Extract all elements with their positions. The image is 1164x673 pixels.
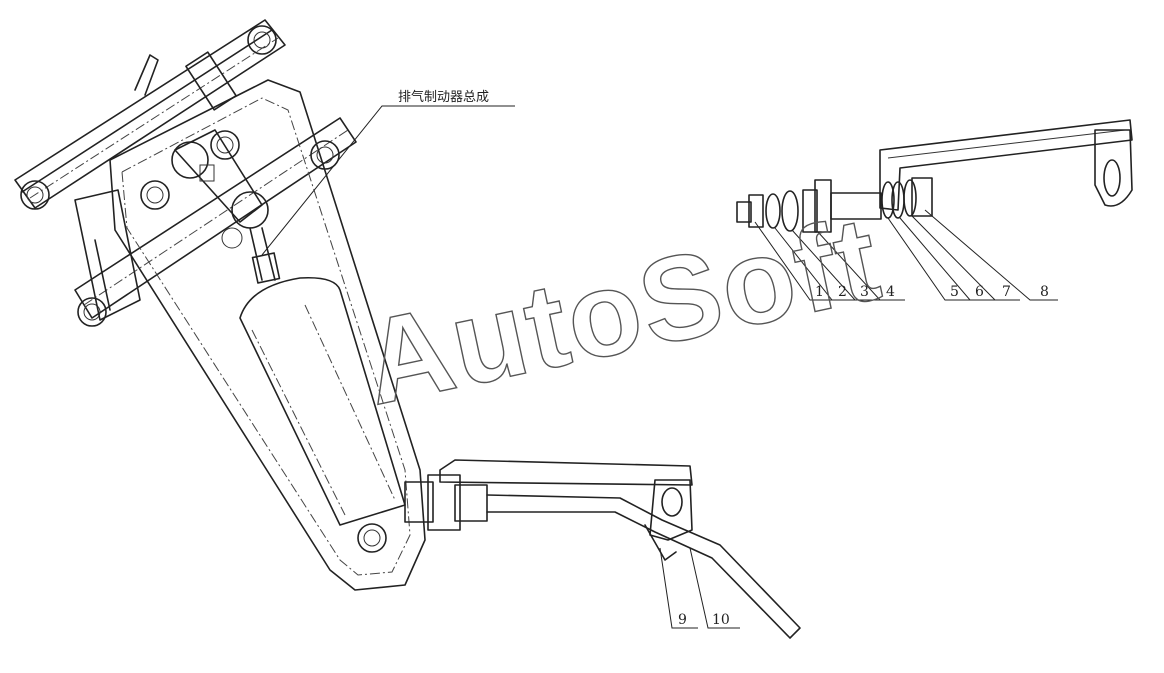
assembly-label: 排气制动器总成 bbox=[398, 89, 489, 105]
callout-6: 6 bbox=[975, 284, 984, 300]
leader-lines bbox=[261, 105, 1058, 629]
air-pipe-assembly bbox=[404, 459, 801, 639]
callout-5: 5 bbox=[950, 284, 959, 300]
exploded-parts bbox=[736, 119, 1133, 233]
callout-4: 4 bbox=[886, 284, 895, 300]
watermark: AutoSoft bbox=[353, 191, 892, 431]
callout-10: 10 bbox=[712, 612, 730, 628]
callout-1: 1 bbox=[815, 284, 824, 300]
callout-9: 9 bbox=[678, 612, 687, 628]
callout-3: 3 bbox=[860, 284, 869, 300]
callout-7: 7 bbox=[1002, 284, 1011, 300]
callout-2: 2 bbox=[838, 284, 847, 300]
exhaust-brake-assembly bbox=[14, 19, 426, 591]
callout-8: 8 bbox=[1040, 284, 1049, 300]
